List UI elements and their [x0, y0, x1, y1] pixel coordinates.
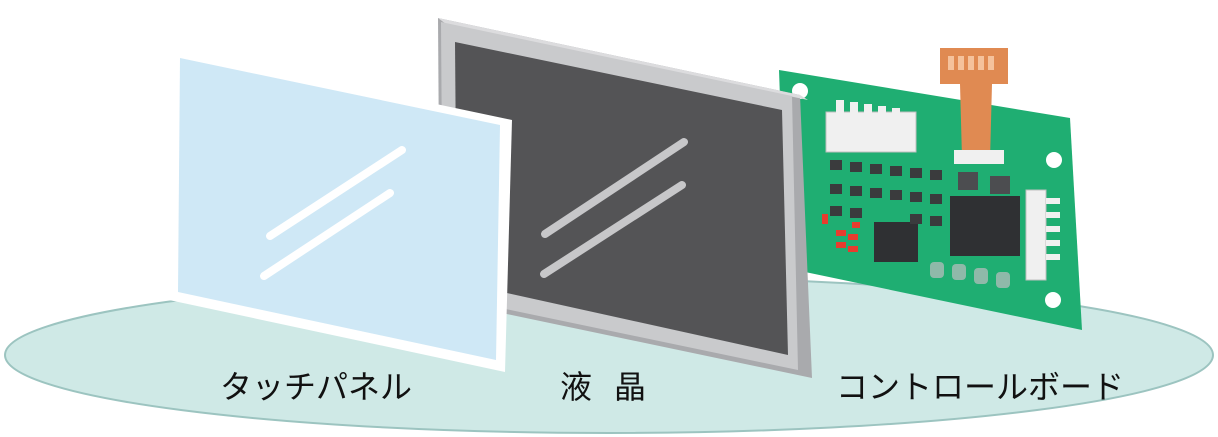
side-connector — [1025, 189, 1060, 281]
ic-chip — [874, 222, 918, 262]
smd-components — [830, 160, 1010, 226]
ic-chip — [950, 196, 1020, 256]
resistors — [822, 214, 860, 252]
control-board-label: コントロールボード — [836, 368, 1125, 406]
flex-cable — [940, 48, 1008, 164]
lcd-label: 液晶 — [560, 368, 669, 406]
touch-panel-label: タッチパネル — [220, 368, 413, 406]
touch-panel — [169, 48, 512, 372]
header-connector — [825, 100, 917, 153]
control-board — [779, 48, 1082, 330]
lcd-panel — [438, 18, 812, 378]
capacitors — [930, 262, 1010, 288]
